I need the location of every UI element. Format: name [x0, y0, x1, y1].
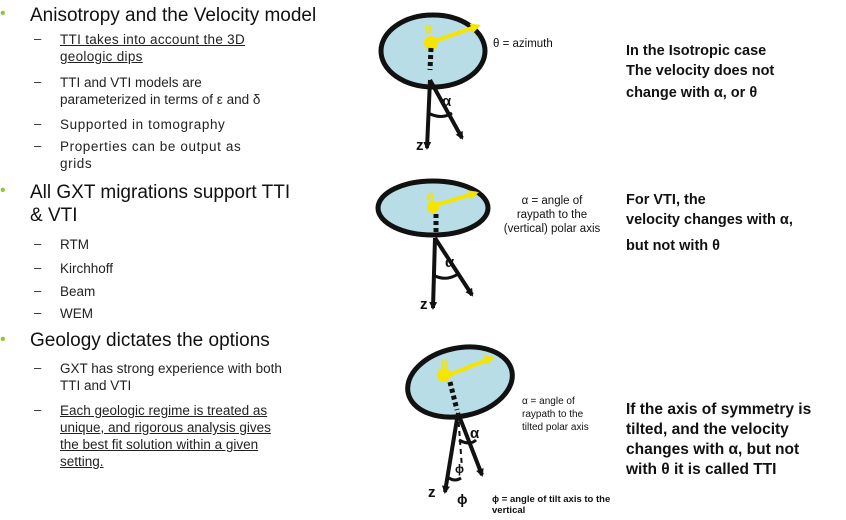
item-tomography: Supported in tomography: [60, 117, 226, 132]
item-rtm: RTM: [60, 237, 89, 252]
isotropic-line1: In the Isotropic case: [626, 43, 767, 59]
item-experience-line1: GXT has strong experience with both: [60, 361, 282, 376]
item-grids-line1: Properties can be output as: [60, 139, 242, 154]
isotropic-diagram: [378, 12, 488, 150]
angle-arc: [432, 272, 459, 280]
item-tti-dips-line1: TTI takes into account the 3D: [60, 32, 246, 47]
azimuth-caption: θ = azimuth: [493, 38, 553, 50]
tilt-caption: ϕ = angle of tilt axis to the vertical: [492, 494, 622, 516]
alpha-label-1: α: [442, 93, 452, 110]
vti-diagram: [375, 178, 491, 310]
item-experience-line2: TTI and VTI: [60, 378, 132, 393]
item-regime-line4: setting.: [60, 454, 104, 469]
azimuth-arrow: [435, 190, 479, 207]
item-regime-line1: Each geologic regime is treated as: [60, 403, 268, 418]
tilt-caption-line1: ϕ = angle of tilt axis to the: [492, 494, 611, 505]
vti-line1: For VTI, the: [626, 192, 706, 208]
tti-text: If the axis of symmetry is tilted, and t…: [626, 400, 811, 480]
z-label-1: z: [416, 137, 424, 154]
dash-icon: –: [34, 260, 42, 275]
z-axis-arrow: [442, 412, 460, 494]
vti-line2: velocity changes with α,: [626, 212, 793, 228]
item-param-line1: TTI and VTI models are: [60, 75, 202, 90]
vti-caption-line2: raypath to the: [516, 209, 588, 221]
vti-caption-line1: α = angle of: [521, 195, 583, 207]
isotropic-line2: The velocity does not: [626, 63, 775, 79]
bullet-icon: •: [0, 331, 6, 348]
raypath-arrow: [428, 79, 464, 140]
tti-diagram: [405, 344, 515, 494]
phi-label-inner: ϕ: [455, 462, 464, 476]
tti-caption-line2: raypath to the: [522, 409, 584, 420]
theta-label-3: θ: [441, 357, 449, 372]
theta-label-2: θ: [427, 190, 435, 205]
tti-line3: changes with α, but not: [626, 441, 800, 458]
item-tti-dips-line2: geologic dips: [60, 49, 143, 64]
alpha-arc: [458, 438, 478, 445]
z-label-2: z: [420, 296, 428, 313]
phi-arc: [448, 476, 462, 482]
item-beam: Beam: [60, 284, 96, 299]
tti-caption-line1: α = angle of: [522, 396, 575, 407]
z-label-3: z: [428, 484, 436, 501]
phi-label: ϕ: [457, 491, 468, 507]
yellow-dot: [437, 368, 451, 382]
bullet-icon: •: [0, 182, 6, 199]
dash-icon: –: [34, 116, 42, 131]
z-axis-arrow: [429, 237, 438, 310]
isotropic-text: In the Isotropic case The velocity does …: [626, 41, 774, 103]
alpha-label-2: α: [445, 254, 455, 271]
isotropic-line3: change with α, or θ: [626, 85, 758, 101]
tilt-caption-line2: vertical: [492, 505, 526, 516]
item-grids-line2: grids: [60, 156, 93, 171]
heading-anisotropy: Anisotropy and the Velocity model: [30, 5, 317, 26]
tti-line4: with θ it is called TTI: [626, 461, 777, 478]
azimuth-arrow: [445, 355, 495, 378]
yellow-dot: [427, 201, 439, 213]
angle-arc: [427, 111, 453, 118]
dash-icon: –: [34, 402, 42, 417]
dash-icon: –: [34, 283, 42, 298]
tti-line2: tilted, and the velocity: [626, 421, 789, 438]
tti-line1: If the axis of symmetry is: [626, 401, 812, 418]
polar-axis: [427, 47, 434, 71]
vti-caption: α = angle of raypath to the (vertical) p…: [493, 194, 611, 236]
vti-text: For VTI, the velocity changes with α, bu…: [626, 190, 793, 256]
heading-gxt-line1: All GXT migrations support TTI: [30, 182, 291, 203]
dash-icon: –: [34, 74, 42, 89]
heading-gxt-line2: & VTI: [30, 205, 78, 226]
vti-line3: but not with θ: [626, 238, 721, 254]
item-regime-line3: the best fit solution within a given: [60, 437, 259, 452]
item-wem: WEM: [60, 306, 93, 321]
tti-caption-line3: tilted polar axis: [522, 422, 589, 433]
dash-icon: –: [34, 360, 42, 375]
yellow-dot: [424, 36, 438, 50]
tti-caption: α = angle of raypath to the tilted polar…: [522, 395, 617, 434]
dash-icon: –: [34, 236, 42, 251]
theta-label-1: θ: [425, 22, 433, 37]
item-param-line2: parameterized in terms of ε and δ: [60, 92, 261, 107]
dash-icon: –: [34, 138, 42, 153]
item-kirchhoff: Kirchhoff: [60, 261, 114, 276]
bullet-icon: •: [0, 5, 6, 22]
dash-icon: –: [34, 31, 42, 46]
item-regime-line2: unique, and rigorous analysis gives: [60, 420, 271, 435]
heading-geology: Geology dictates the options: [30, 330, 270, 351]
dash-icon: –: [34, 305, 42, 320]
alpha-label-3: α: [470, 425, 480, 442]
vti-caption-line3: (vertical) polar axis: [503, 223, 601, 235]
tilted-polar-axis: [447, 381, 460, 411]
raypath-arrow: [433, 236, 474, 297]
azimuth-arrow: [431, 23, 481, 44]
